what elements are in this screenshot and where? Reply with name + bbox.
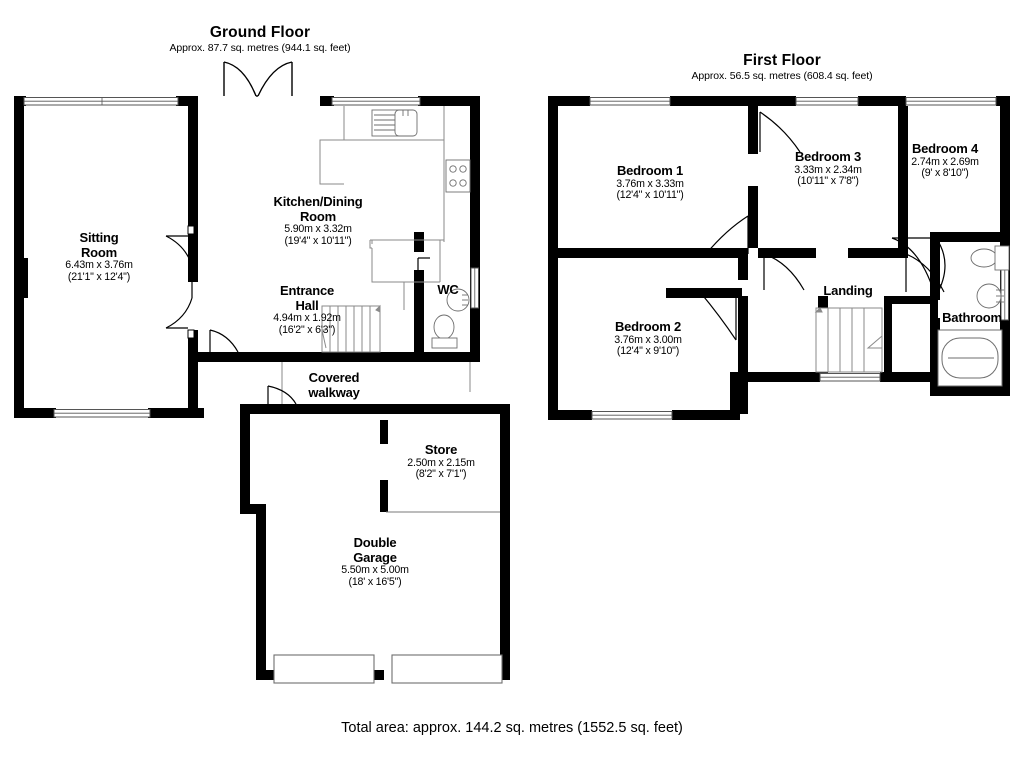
first-floor-group (548, 96, 1010, 420)
room-label-wc: WC (437, 282, 459, 297)
double-garage-name-line2: Garage (353, 549, 397, 565)
entrance-hall-dim-metric: 4.94m x 1.92m (273, 312, 341, 325)
room-label-bedroom-1: Bedroom 1 3.76m x 3.33m (12'4" x 10'11") (616, 163, 684, 202)
store-name: Store (424, 442, 458, 457)
ground-floor-title: Ground Floor (209, 24, 311, 41)
covered-walkway-lines (281, 362, 471, 404)
double-garage-name-line1: Double (353, 535, 397, 550)
bedroom-2-name: Bedroom 2 (614, 319, 682, 334)
double-garage-dim-imperial: (18' x 16'5") (348, 575, 402, 588)
first-floor-stairs-icon (814, 307, 883, 373)
bedroom-3-dim-metric: 3.33m x 2.34m (794, 163, 862, 176)
kitchen-dining-name-line2: Room (299, 208, 337, 224)
double-garage-dim-metric: 5.50m x 5.00m (341, 564, 409, 577)
sitting-room-name-line1: Sitting (79, 230, 119, 245)
bedroom-2-dim-metric: 3.76m x 3.00m (614, 333, 682, 346)
bedroom-3-name: Bedroom 3 (794, 149, 862, 164)
room-label-bedroom-3: Bedroom 3 3.33m x 2.34m (10'11" x 7'8") (794, 149, 862, 188)
covered-walkway-name-line1: Covered (308, 370, 360, 385)
room-label-store: Store 2.50m x 2.15m (8'2" x 7'1") (407, 442, 475, 481)
store-door (267, 385, 297, 405)
entrance-hall-name-line2: Hall (295, 297, 319, 313)
wc-basin-icon (446, 288, 470, 312)
sitting-room-name-line2: Room (80, 244, 118, 260)
front-porch-doors (223, 61, 293, 97)
kitchen-hob-icon (445, 159, 471, 193)
wc-window (470, 267, 479, 309)
bedroom-4-dim-imperial: (9' x 8'10") (921, 167, 969, 180)
kitchen-sink-icon (394, 109, 418, 137)
bedroom-3-dim-imperial: (10'11" x 7'8") (797, 175, 859, 188)
kitchen-units-outline (319, 106, 445, 310)
ground-floor-group (14, 61, 510, 684)
room-label-entrance-hall: Entrance Hall 4.94m x 1.92m (16'2" x 6'3… (273, 283, 341, 337)
sitting-room-dim-metric: 6.43m x 3.76m (65, 259, 133, 272)
sitting-room-dim-imperial: (21'1" x 12'4") (67, 270, 131, 283)
first-floor-doors (699, 111, 946, 341)
bathroom-basin-icon (976, 283, 1004, 309)
entrance-hall-name-line1: Entrance (279, 283, 335, 298)
bedroom-2-dim-imperial: (12'4" x 9'10") (616, 345, 680, 358)
garage-block-walls (240, 404, 510, 680)
ground-floor-subtitle: Approx. 87.7 sq. metres (944.1 sq. feet) (169, 42, 351, 54)
kitchen-dining-dim-imperial: (19'4" x 10'11") (284, 234, 352, 247)
bedroom-4-dim-metric: 2.74m x 2.69m (911, 155, 979, 168)
total-area-text: Total area: approx. 144.2 sq. metres (15… (341, 720, 683, 736)
store-dim-metric: 2.50m x 2.15m (407, 456, 475, 469)
bathroom-toilet-icon (970, 245, 1010, 271)
entrance-hall-door (209, 329, 239, 353)
room-label-kitchen-dining: Kitchen/Dining Room 5.90m x 3.32m (19'4"… (273, 194, 363, 248)
covered-walkway-name-line2: walkway (308, 384, 360, 400)
wc-door (417, 257, 430, 280)
ground-floor-windows (23, 97, 421, 418)
ground-floor-stairs-icon (321, 304, 381, 353)
room-label-double-garage: Double Garage 5.50m x 5.00m (18' x 16'5"… (341, 535, 409, 589)
room-label-landing: Landing (823, 283, 873, 298)
bedroom-1-dim-metric: 3.76m x 3.33m (616, 177, 684, 190)
bedroom-4-name: Bedroom 4 (911, 141, 979, 156)
wc-toilet-icon (431, 314, 458, 349)
first-floor-title: First Floor (743, 52, 821, 69)
garage-door-right-icon (391, 654, 503, 684)
bathroom-bath-icon (937, 329, 1003, 387)
room-label-bathroom: Bathroom (942, 310, 1002, 325)
room-label-bedroom-2: Bedroom 2 3.76m x 3.00m (12'4" x 9'10") (614, 319, 682, 358)
room-label-covered-walkway: Covered walkway (308, 370, 360, 400)
ground-floor-walls (14, 96, 480, 418)
room-label-sitting-room: Sitting Room 6.43m x 3.76m (21'1" x 12'4… (65, 230, 133, 284)
kitchen-dining-dim-metric: 5.90m x 3.32m (284, 223, 352, 236)
entrance-hall-dim-imperial: (16'2" x 6'3") (278, 323, 336, 336)
bedroom-1-dim-imperial: (12'4" x 10'11") (616, 189, 684, 202)
bedroom-1-name: Bedroom 1 (616, 163, 684, 178)
sitting-room-double-door (165, 225, 195, 339)
kitchen-dining-name-line1: Kitchen/Dining (273, 194, 363, 209)
room-label-bedroom-4: Bedroom 4 2.74m x 2.69m (9' x 8'10") (911, 141, 979, 180)
first-floor-subtitle: Approx. 56.5 sq. metres (608.4 sq. feet) (691, 70, 873, 82)
store-dim-imperial: (8'2" x 7'1") (415, 468, 467, 481)
garage-door-left-icon (273, 654, 375, 684)
